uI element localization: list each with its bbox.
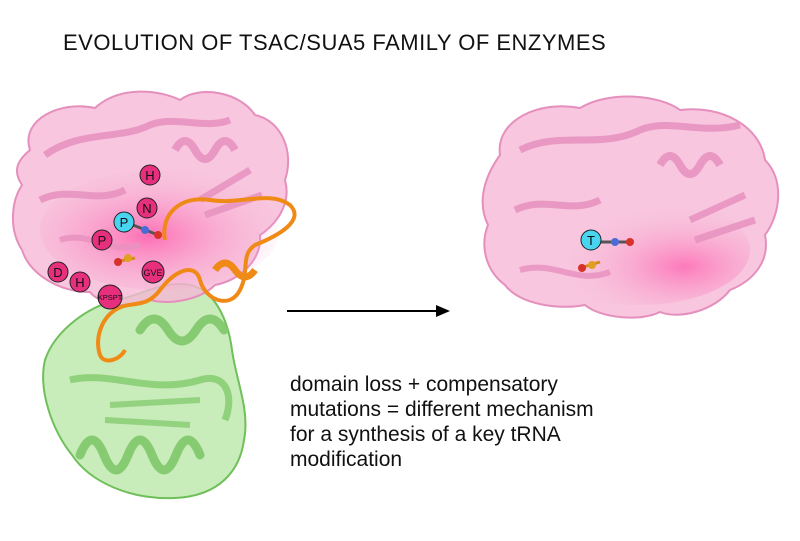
evolution-arrow (287, 305, 450, 317)
caption-line: mutations = different mechanism (290, 398, 594, 421)
svg-text:D: D (53, 265, 62, 280)
left-residues: H N P P D H GVE KPSPT (47, 164, 165, 310)
svg-text:P: P (98, 233, 107, 248)
caption-line: domain loss + compensatory (290, 373, 558, 396)
residue-P: P (91, 229, 113, 251)
residue-P-cyan: P (113, 211, 135, 233)
right-ligand (578, 238, 634, 272)
caption-line: modification (290, 448, 403, 471)
right-catalytic-domain (481, 95, 780, 319)
caption-text: domain loss + compensatory mutations = d… (290, 372, 730, 472)
residue-GVE: GVE (141, 260, 165, 284)
caption-line: for a synthesis of a key tRNA (290, 423, 561, 446)
svg-text:H: H (75, 275, 84, 290)
svg-text:T: T (587, 233, 595, 248)
svg-text:H: H (145, 168, 154, 183)
left-linker-loop (96, 196, 297, 363)
left-sua5-domain (42, 283, 247, 500)
residue-H: H (69, 271, 91, 293)
left-ligand (114, 223, 162, 266)
svg-text:KPSPT: KPSPT (98, 293, 123, 302)
residue-KPSPT: KPSPT (97, 284, 123, 310)
residue-N: N (136, 197, 158, 219)
figure-title: EVOLUTION OF TSAC/SUA5 FAMILY OF ENZYMES (63, 30, 607, 55)
residue-H-top: H (139, 164, 161, 186)
svg-text:P: P (120, 215, 129, 230)
residue-T: T (580, 229, 602, 251)
svg-text:GVE: GVE (143, 268, 162, 278)
svg-text:N: N (142, 201, 151, 216)
residue-D: D (47, 261, 69, 283)
